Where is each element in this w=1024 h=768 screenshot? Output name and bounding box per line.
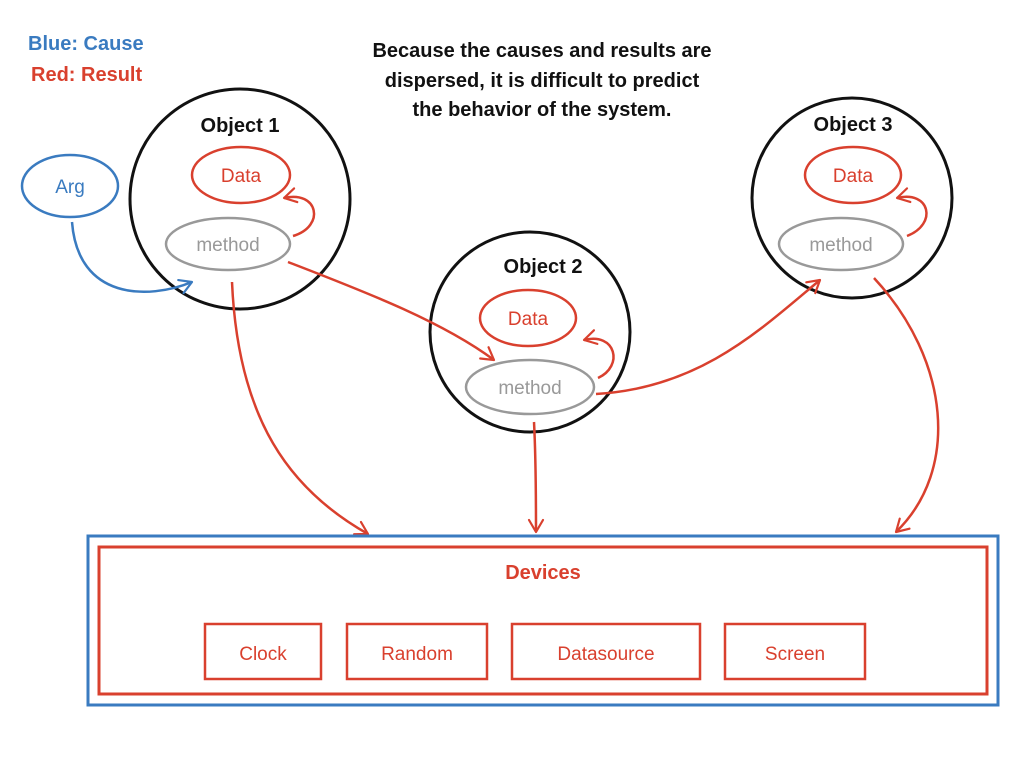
object-3-method-label: method — [809, 235, 872, 256]
object-2-circle — [428, 230, 632, 434]
object-3: Object 3 Data method — [750, 96, 954, 300]
object-3-data-ellipse — [803, 145, 903, 205]
object-3-title: Object 3 — [814, 114, 893, 136]
arrow-arg-to-object-1-method — [70, 221, 194, 295]
device-label-screen: Screen — [765, 644, 825, 665]
object-2-method-ellipse — [464, 358, 596, 416]
object-1-title: Object 1 — [201, 115, 280, 137]
object-2-title: Object 2 — [504, 256, 583, 278]
object-2-data-label: Data — [508, 309, 549, 330]
legend-result: Red: Result — [31, 64, 142, 86]
arrow-object-1-to-devices — [230, 281, 370, 536]
device-label-datasource: Datasource — [557, 644, 654, 665]
object-2: Object 2 Data method — [428, 230, 632, 434]
device-box-screen — [723, 622, 867, 681]
legend-cause: Blue: Cause — [28, 33, 144, 55]
object-1-method-label: method — [196, 235, 259, 256]
arrow-object-2-to-devices — [527, 421, 545, 534]
object-3-circle — [750, 96, 954, 300]
devices-group: Devices Clock Random Datasource Screen — [86, 534, 1000, 707]
arg-ellipse — [20, 153, 120, 219]
object-3-data-label: Data — [833, 166, 874, 187]
object-1-data-ellipse — [190, 145, 292, 205]
caption-line-3: the behavior of the system. — [413, 99, 672, 121]
arrow-object-2-to-object-3 — [595, 278, 822, 396]
object-2-data-ellipse — [478, 288, 578, 348]
object-3-self-arrow — [895, 187, 928, 238]
arrow-object-3-to-devices — [873, 277, 940, 534]
object-3-method-ellipse — [777, 216, 905, 272]
object-2-method-label: method — [498, 378, 561, 399]
caption-line-2: dispersed, it is difficult to predict — [385, 70, 700, 92]
device-box-clock — [203, 622, 323, 681]
object-1: Object 1 Data method — [128, 87, 352, 311]
devices-title: Devices — [505, 562, 581, 584]
device-label-clock: Clock — [239, 644, 287, 665]
caption-line-1: Because the causes and results are — [372, 40, 711, 62]
object-1-self-arrow — [282, 187, 316, 238]
object-2-self-arrow — [582, 329, 615, 380]
device-label-random: Random — [381, 644, 453, 665]
devices-outer-border — [86, 534, 1000, 707]
object-1-data-label: Data — [221, 166, 262, 187]
arg-node: Arg — [20, 153, 120, 219]
arrow-object-1-to-object-2 — [287, 260, 496, 362]
device-box-datasource — [510, 622, 702, 681]
object-1-circle — [128, 87, 352, 311]
devices-inner-border — [97, 545, 989, 696]
device-box-random — [345, 622, 489, 681]
object-1-method-ellipse — [164, 216, 292, 272]
arg-label: Arg — [55, 177, 85, 198]
